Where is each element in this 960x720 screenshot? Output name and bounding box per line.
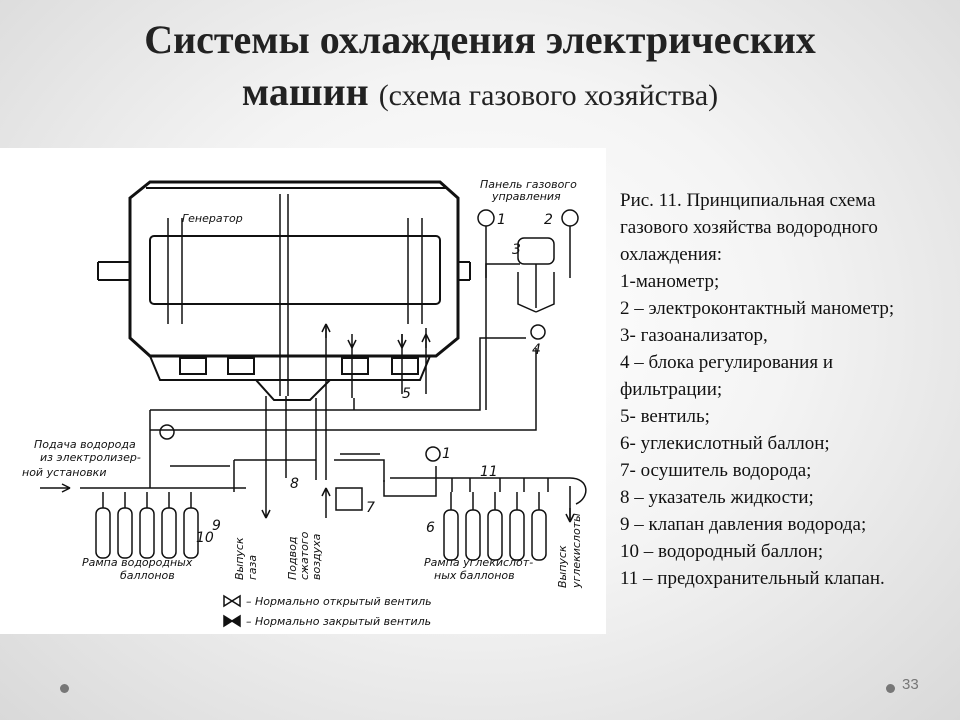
co2-cylinders [443,492,547,561]
legend-symbols [223,594,241,628]
footer-dot-left [60,684,69,693]
slide-title: Системы охлаждения электрических машин (… [0,14,960,122]
feed-label-1: Подача водорода [34,438,136,451]
co2-outlet-label-1: Выпуск [556,545,569,588]
marker-9: 9 [212,518,221,534]
figure-caption: Рис. 11. Принципиальная схема газового х… [620,187,955,592]
air-supply-label-2: сжатого [298,531,311,580]
caption-line: 4 – блока регулирования и [620,352,833,373]
title-word: машин [241,69,369,114]
title-line-2: машин (схема газового хозяйства) [0,66,960,122]
caption-line: 7- осушитель водорода; [620,460,812,481]
marker-1-lower: 1 [442,446,451,462]
footer-dot-right [886,684,895,693]
generator-label: Генератор [182,212,243,225]
internal-pipes [265,194,427,484]
marker-10: 10 [196,530,214,546]
h2-ramp-label-1: Рампа водородных [82,556,193,569]
marker-1-panel: 1 [497,212,506,228]
h2-ramp-label-2: баллонов [120,569,175,582]
co2-ramp-label-1: Рампа углекислот- [424,556,533,569]
gas-outlet-label-1: Выпуск [233,537,246,580]
marker-2: 2 [544,212,553,228]
generator-housing [97,180,471,401]
gauges [159,209,579,511]
title-line-1: Системы охлаждения электрических [144,17,816,62]
marker-3: 3 [512,242,521,258]
legend-closed-valve: – Нормально закрытый вентиль [246,615,431,628]
gas-system-diagram: Генератор Панель газового управления Под… [0,148,606,634]
hydrogen-cylinders [95,492,199,559]
flow-arrows [40,323,575,523]
page-number: 33 [902,676,919,693]
co2-ramp-label-2: ных баллонов [434,569,515,582]
legend-open-valve: – Нормально открытый вентиль [246,595,432,608]
gas-outlet-label-2: газа [246,555,259,580]
panel-label-2: управления [491,190,561,203]
marker-5: 5 [402,386,411,402]
caption-line: 9 – клапан давления водорода; [620,514,867,535]
caption-line: 2 – электроконтактный манометр; [620,298,895,319]
caption-line: 11 – предохранительный клапан. [620,568,885,589]
caption-line: 10 – водородный баллон; [620,541,824,562]
caption-line: 3- газоанализатор, [620,325,768,346]
marker-11: 11 [480,464,498,480]
panel-label-1: Панель газового [480,178,577,191]
caption-line: 8 – указатель жидкости; [620,487,814,508]
air-supply-label-1: Подвод [286,537,299,580]
diagram-svg: Генератор Панель газового управления Под… [22,178,587,628]
title-subtitle: (схема газового хозяйства) [378,79,719,112]
caption-line: Рис. 11. Принципиальная схема [620,190,876,211]
feed-label-3: ной установки [22,466,106,479]
caption-line: охлаждения: [620,244,723,265]
marker-6: 6 [426,520,435,536]
caption-line: газового хозяйства водородного [620,217,878,238]
caption-line: 6- углекислотный баллон; [620,433,830,454]
marker-8: 8 [290,476,299,492]
pipelines [80,263,587,518]
air-supply-label-3: воздуха [310,533,323,580]
marker-4: 4 [532,342,541,358]
marker-7: 7 [366,500,375,516]
caption-line: 1-манометр; [620,271,720,292]
co2-outlet-label-2: углекислоты [570,513,583,589]
caption-line: 5- вентиль; [620,406,710,427]
caption-line: фильтрации; [620,379,723,400]
feed-label-2: из электролизер- [40,451,141,464]
